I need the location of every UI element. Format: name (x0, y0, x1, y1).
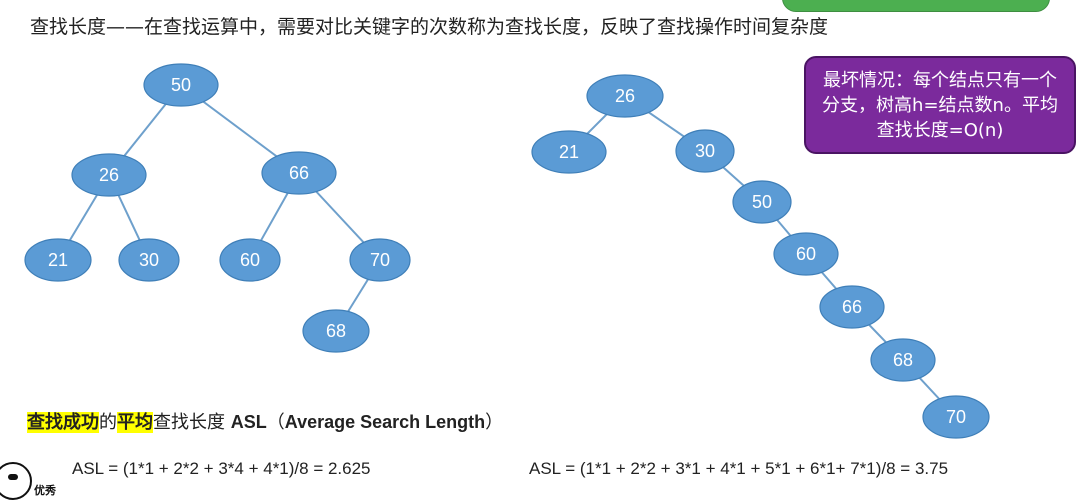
svg-text:60: 60 (796, 244, 816, 264)
svg-text:50: 50 (171, 75, 191, 95)
tree-node: 60 (219, 238, 281, 282)
asl-text: （ (266, 412, 285, 433)
svg-text:60: 60 (240, 250, 260, 270)
tree-node: 30 (118, 238, 180, 282)
tree-node: 21 (24, 238, 92, 282)
svg-text:30: 30 (695, 141, 715, 161)
asl-text: ） (485, 412, 504, 433)
page-title: 查找长度——在查找运算中，需要对比关键字的次数称为查找长度，反映了查找操作时间复… (30, 16, 829, 38)
tree-node: 66 (819, 285, 885, 329)
svg-text:50: 50 (752, 192, 772, 212)
asl-heading: 查找成功的平均查找长度 ASL（Average Search Length） (27, 408, 503, 434)
avatar-icon (0, 462, 32, 500)
balanced-tree-edges (57, 84, 381, 332)
highlight-average: 平均 (117, 412, 153, 433)
tree-node: 66 (261, 151, 337, 195)
asl-formula-balanced: ASL = (1*1 + 2*2 + 3*4 + 4*1)/8 = 2.625 (72, 459, 371, 478)
svg-text:68: 68 (893, 350, 913, 370)
tree-node: 26 (586, 74, 664, 118)
asl-text: 查找长度 (153, 412, 231, 433)
tree-node: 30 (675, 129, 735, 173)
svg-text:21: 21 (559, 142, 579, 162)
asl-fullname: Average Search Length (284, 412, 486, 432)
svg-text:66: 66 (842, 297, 862, 317)
svg-text:26: 26 (99, 165, 119, 185)
tree-node: 68 (302, 309, 370, 353)
svg-text:70: 70 (946, 407, 966, 427)
svg-text:70: 70 (370, 250, 390, 270)
asl-text: 的 (99, 412, 117, 433)
avatar-label: 优秀 (34, 484, 56, 497)
svg-text:68: 68 (326, 321, 346, 341)
asl-formula-skewed: ASL = (1*1 + 2*2 + 3*1 + 4*1 + 5*1 + 6*1… (529, 459, 949, 478)
worst-case-callout: 最坏情况：每个结点只有一个分支，树高h=结点数n。平均查找长度=O(n) (804, 56, 1076, 154)
svg-text:66: 66 (289, 163, 309, 183)
tree-node: 50 (143, 63, 219, 107)
highlight-success: 查找成功 (27, 412, 99, 433)
tree-node: 70 (922, 395, 990, 439)
svg-text:21: 21 (48, 250, 68, 270)
avatar-eye-icon (8, 474, 18, 480)
tree-node: 26 (71, 153, 147, 197)
tree-node: 21 (531, 130, 607, 174)
tree-node: 68 (870, 338, 936, 382)
svg-text:26: 26 (615, 86, 635, 106)
tree-node: 50 (732, 180, 792, 224)
tree-node: 60 (773, 232, 839, 276)
tree-node: 70 (349, 238, 411, 282)
asl-abbrev: ASL (230, 412, 267, 432)
svg-text:30: 30 (139, 250, 159, 270)
